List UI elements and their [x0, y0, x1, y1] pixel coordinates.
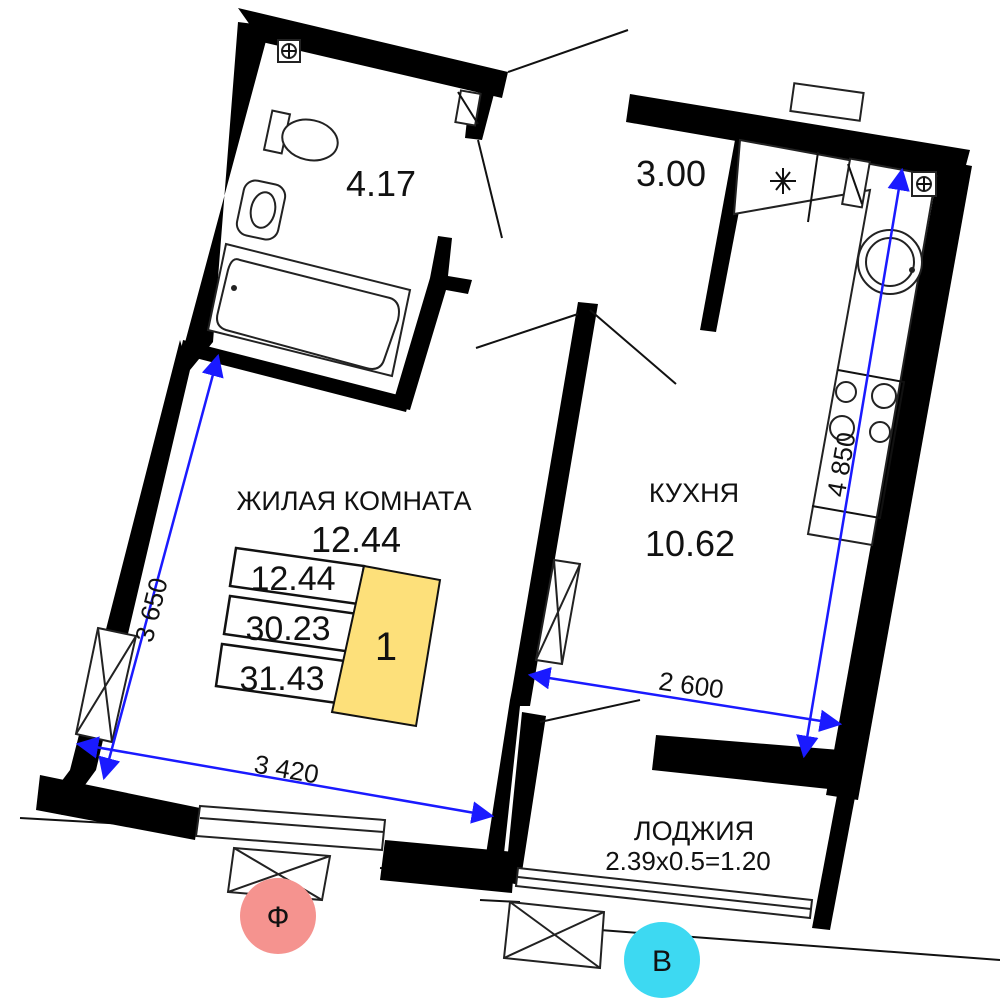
dimension-lines — [75, 167, 910, 824]
wall-kitchen-bottom — [652, 735, 840, 790]
room-name-living: ЖИЛАЯ КОМНАТА — [237, 486, 472, 516]
socket-icon — [277, 39, 301, 63]
dim-line-living-height — [98, 353, 224, 781]
summary-total-area: 30.23 — [245, 610, 330, 648]
dim-kitchen-width: 2 600 — [657, 666, 726, 705]
summary-total-with-loggia: 31.43 — [239, 660, 324, 698]
wall-loggia-left — [505, 712, 546, 885]
wall-left — [40, 22, 270, 815]
room-name-loggia: ЛОДЖИЯ — [634, 816, 754, 846]
vent-top — [789, 82, 865, 122]
wall-bath-bottom — [180, 340, 410, 412]
wall-living-bottom-right — [380, 840, 515, 893]
orientation-marker-f: Ф — [240, 878, 316, 954]
summary-living-area: 12.44 — [250, 560, 335, 598]
wall-bath-right — [392, 236, 472, 410]
room-area-bathroom: 4.17 — [346, 163, 416, 204]
bathtub-icon — [206, 242, 412, 378]
wall-loggia-right — [812, 790, 856, 930]
room-count-badge — [330, 564, 442, 728]
room-formula-loggia: 2.39x0.5=1.20 — [605, 846, 771, 876]
window-living — [194, 804, 387, 852]
socket-icon — [911, 171, 937, 197]
dim-line-kitchen-depth — [796, 167, 910, 759]
orientation-marker-v: В — [624, 922, 700, 998]
wall-partition — [482, 302, 598, 890]
area-summary: 12.44 30.23 31.43 1 — [214, 546, 442, 728]
fan-icon — [454, 89, 482, 127]
sink-icon — [235, 179, 287, 241]
room-name-kitchen: КУХНЯ — [649, 478, 739, 508]
room-area-hall: 3.00 — [636, 153, 706, 194]
svg-text:В: В — [652, 945, 672, 978]
room-area-kitchen: 10.62 — [645, 523, 735, 564]
hood-icon — [770, 168, 796, 194]
wall-living-bottom-left — [36, 775, 200, 840]
summary-room-count: 1 — [375, 625, 397, 669]
door-loggia — [539, 699, 641, 723]
door-bathroom — [477, 139, 503, 239]
wall-bath-top — [238, 8, 508, 98]
svg-text:Ф: Ф — [267, 901, 290, 934]
door-kitchen — [589, 309, 677, 385]
room-area-living: 12.44 — [311, 519, 401, 560]
wall-kitchen-top — [626, 94, 970, 180]
dim-line-living-width — [75, 736, 495, 824]
dim-line-kitchen-width — [527, 667, 843, 732]
door-living — [475, 313, 579, 349]
door-entrance — [507, 29, 629, 73]
dim-living-width: 3 420 — [252, 749, 321, 790]
toilet-icon — [262, 109, 339, 162]
bathroom-fixtures — [206, 39, 482, 378]
